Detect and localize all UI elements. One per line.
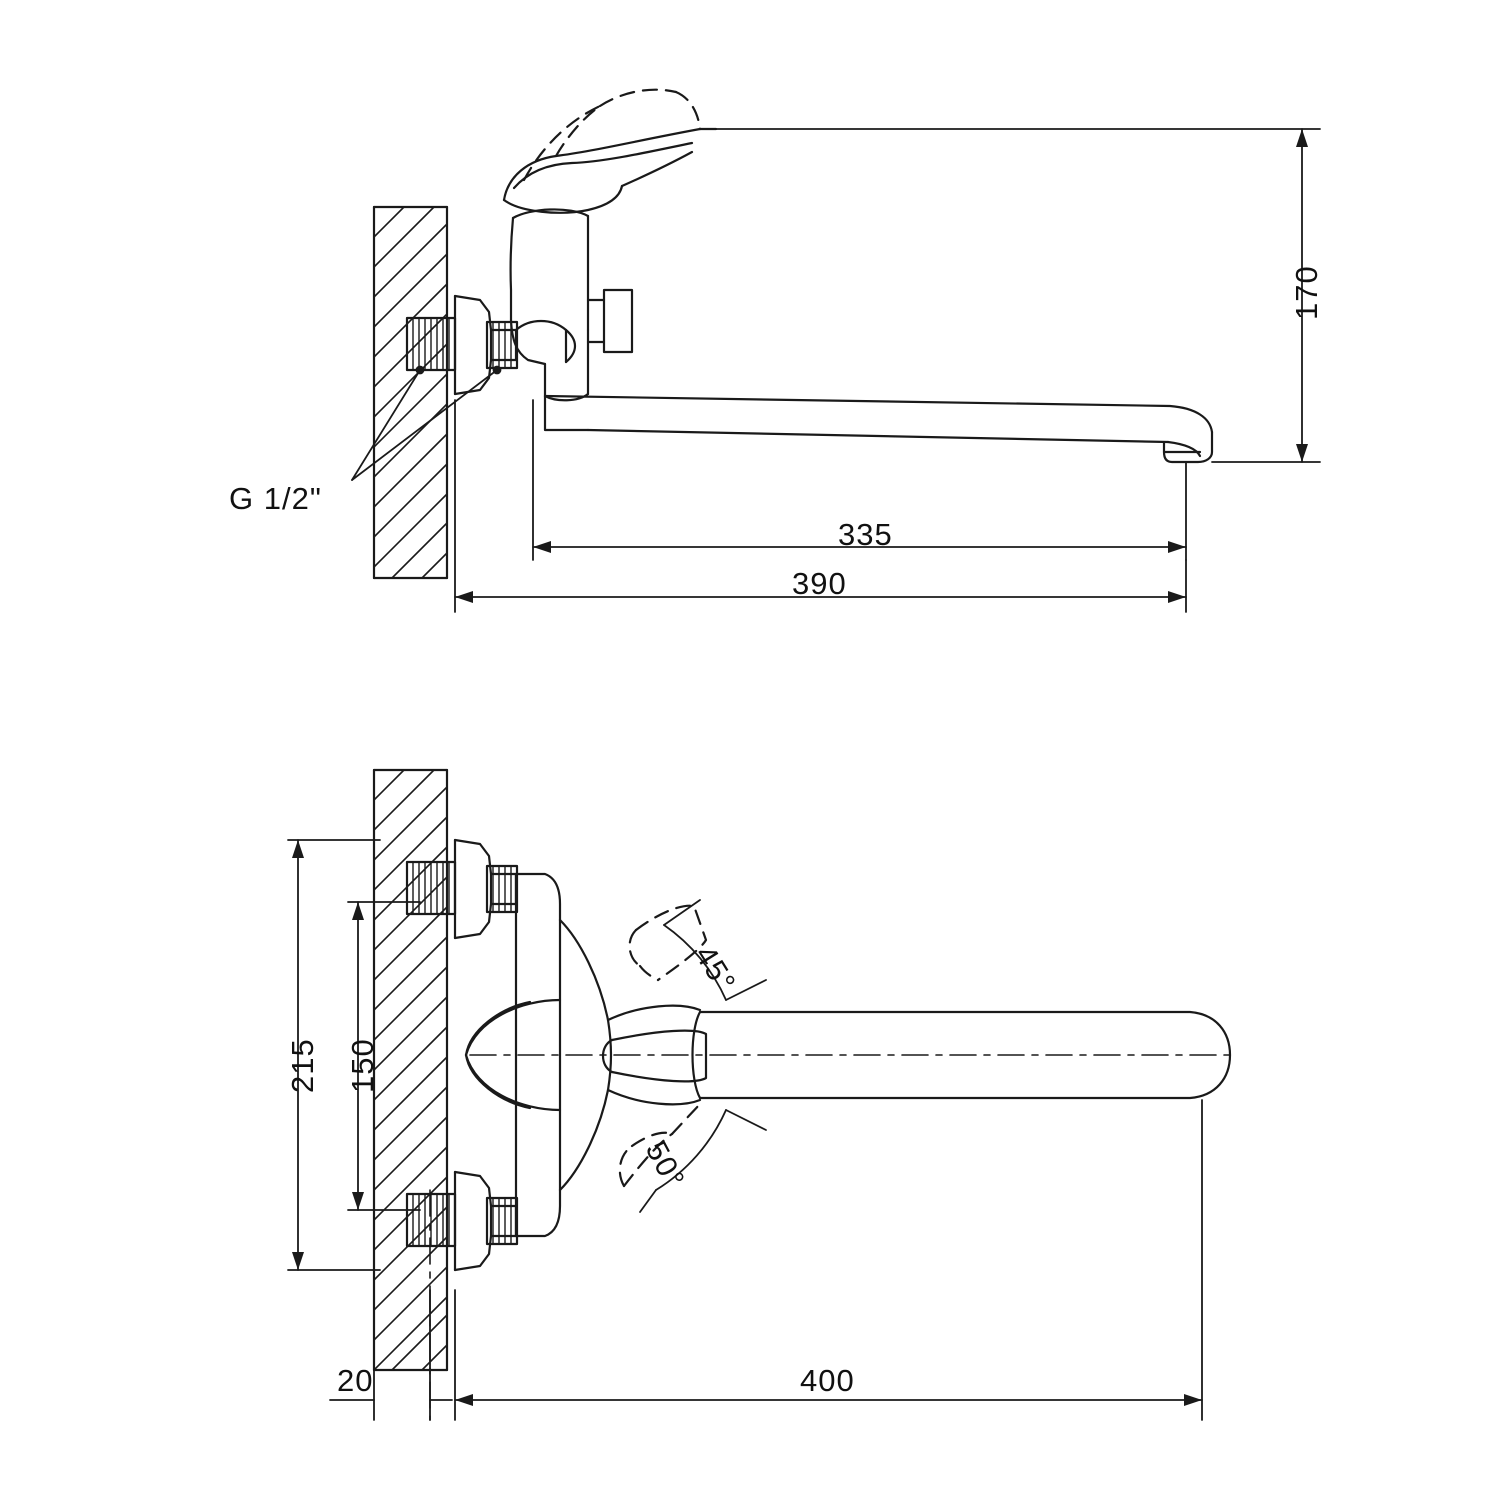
lever-handle-top <box>601 904 708 1188</box>
escutcheon-top-lower <box>405 1170 519 1272</box>
dim-150 <box>347 901 421 1211</box>
mixer-body-top <box>464 872 702 1238</box>
dim-215 <box>287 839 381 1271</box>
spout-side <box>543 394 1214 464</box>
thread-nipple-side <box>405 316 519 372</box>
dim-label-150: 150 <box>345 1038 380 1093</box>
dim-label-335: 335 <box>838 517 893 552</box>
top-view-group <box>287 768 1232 1421</box>
dim-170 <box>715 128 1321 463</box>
wall-hatching-top <box>372 768 449 1372</box>
thread-leader-side <box>351 365 502 481</box>
dim-label-20: 20 <box>337 1363 374 1398</box>
lever-handle-side <box>502 88 718 214</box>
escutcheon-top-upper <box>405 838 519 940</box>
spout-top <box>691 1010 1232 1100</box>
dim-335 <box>532 399 1187 561</box>
dim-20 <box>329 1289 453 1421</box>
dim-label-390: 390 <box>792 566 847 601</box>
dim-label-170: 170 <box>1289 265 1324 320</box>
angle-45 <box>663 899 767 1001</box>
dim-400 <box>454 1099 1203 1421</box>
wall-hatching-side <box>372 205 449 580</box>
mixer-body-side <box>509 208 590 402</box>
side-view-group <box>351 88 1321 613</box>
angle-50 <box>639 1109 767 1213</box>
dim-label-215: 215 <box>285 1038 320 1093</box>
dim-390 <box>454 399 1187 613</box>
diverter-knob-side <box>586 288 634 354</box>
dim-label-400: 400 <box>800 1363 855 1398</box>
thread-label-g-half-inch: G 1/2" <box>229 481 322 516</box>
